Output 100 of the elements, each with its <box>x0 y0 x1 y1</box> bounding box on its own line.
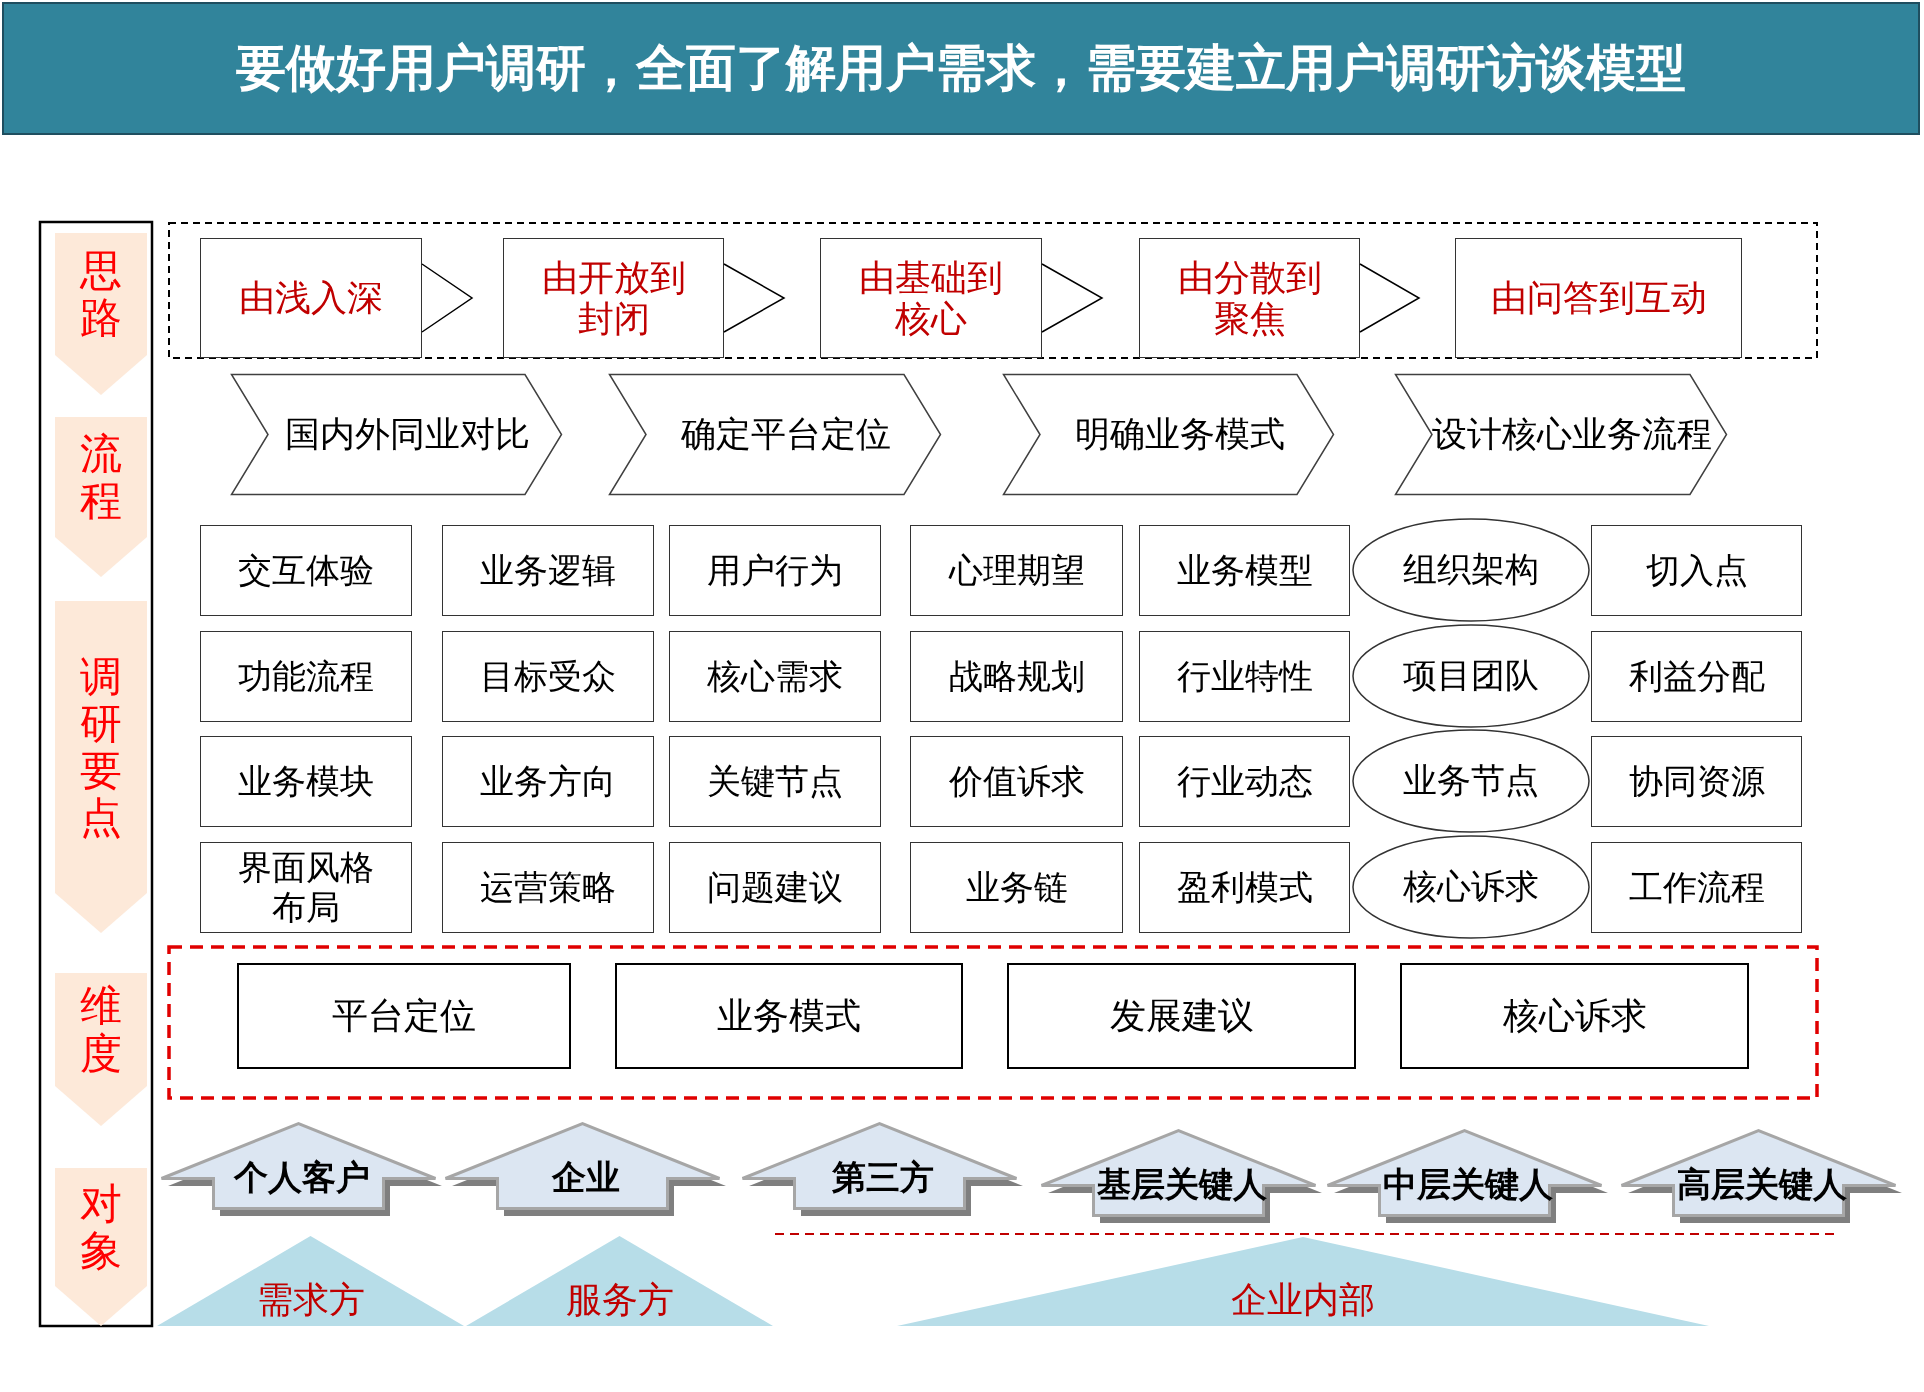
topic-label: 协同资源 <box>1628 761 1765 802</box>
triangle-shape <box>466 1236 773 1326</box>
arrow-label: 第三方 <box>831 1158 935 1198</box>
callout-label: 由问答到互动 <box>1490 277 1707 319</box>
topic-box <box>442 631 654 722</box>
up-arrow-shape <box>1620 1129 1904 1225</box>
topic-label: 用户行为 <box>707 550 843 591</box>
topic-label: 业务模块 <box>238 761 374 802</box>
topic-label: 业务节点 <box>1403 761 1539 801</box>
topic-box <box>910 842 1123 933</box>
topic-box <box>910 525 1123 616</box>
topic-ellipse <box>1352 518 1590 622</box>
category-band <box>55 973 147 1126</box>
category-label: 平台定位 <box>332 995 476 1037</box>
category-label: 核心诉求 <box>1502 995 1647 1037</box>
topic-label: 目标受众 <box>480 656 616 697</box>
up-arrow-shape <box>160 1122 444 1218</box>
topic-ellipse <box>1352 624 1590 728</box>
category-band <box>55 1168 147 1326</box>
topic-label: 价值诉求 <box>948 761 1085 802</box>
category-label: 业务模式 <box>717 995 861 1037</box>
chevron-arrow <box>723 263 786 333</box>
triangle-label: 企业内部 <box>1231 1278 1375 1320</box>
category-label: 发展建议 <box>1109 995 1254 1037</box>
chevron-arrow <box>1359 263 1421 333</box>
callout-label: 由开放到封闭 <box>540 256 687 340</box>
chevron-step <box>1395 374 1727 495</box>
topic-box <box>1591 525 1802 616</box>
topic-box <box>442 525 654 616</box>
topic-box <box>200 842 412 933</box>
topic-label: 交互体验 <box>238 550 374 591</box>
topic-label: 项目团队 <box>1403 656 1539 696</box>
topic-box <box>1139 736 1350 827</box>
topic-label: 利益分配 <box>1628 656 1765 697</box>
topic-label: 核心诉求 <box>1403 867 1539 907</box>
topic-label: 心理期望 <box>948 550 1085 591</box>
topic-box <box>1139 631 1350 722</box>
topic-box <box>200 525 412 616</box>
arrow-label: 企业 <box>550 1158 621 1198</box>
chevron-step <box>231 374 562 495</box>
topic-label: 界面风格布局 <box>237 848 375 927</box>
topic-box <box>669 736 881 827</box>
topic-label: 盈利模式 <box>1176 867 1313 908</box>
topic-label: 业务逻辑 <box>480 550 616 591</box>
arrow-label: 高层关键人 <box>1676 1165 1848 1205</box>
topic-label: 关键节点 <box>707 761 843 802</box>
category-band <box>55 233 147 395</box>
topic-label: 行业动态 <box>1176 761 1313 802</box>
band-label: 流程 <box>80 429 122 525</box>
band-label: 思路 <box>80 246 122 342</box>
topic-box <box>1591 631 1802 722</box>
topic-label: 组织架构 <box>1403 550 1539 590</box>
step-label: 国内外同业对比 <box>284 414 530 455</box>
chevron-arrow <box>1041 263 1104 333</box>
triangle-label: 服务方 <box>565 1278 674 1320</box>
chevron-step <box>609 374 941 495</box>
up-arrow-shape <box>444 1122 728 1218</box>
topic-box <box>669 842 881 933</box>
callout-label: 由分散到聚焦 <box>1176 256 1323 340</box>
step-label: 明确业务模式 <box>1073 414 1285 455</box>
category-box <box>1007 963 1356 1069</box>
topic-box <box>669 631 881 722</box>
topic-box <box>1591 842 1802 933</box>
triangle-shape <box>897 1237 1709 1326</box>
category-box <box>237 963 571 1069</box>
topic-box <box>200 631 412 722</box>
up-arrow-shape <box>741 1122 1025 1218</box>
chevron-step <box>1003 374 1334 495</box>
topic-box <box>442 842 654 933</box>
topic-box <box>200 736 412 827</box>
up-arrow-shape <box>1326 1129 1610 1225</box>
step-label: 设计核心业务流程 <box>1431 414 1712 455</box>
triangle-shape <box>157 1236 464 1326</box>
category-band <box>55 601 147 933</box>
callout-label: 由基础到核心 <box>858 256 1004 340</box>
arrow-label: 个人客户 <box>232 1158 371 1198</box>
topic-label: 业务链 <box>965 867 1068 908</box>
callout-label: 由浅入深 <box>239 277 383 319</box>
band-label: 调研要点 <box>80 652 122 842</box>
topic-ellipse <box>1352 729 1590 833</box>
up-arrow-shape <box>1040 1129 1324 1225</box>
topic-label: 战略规划 <box>948 656 1085 697</box>
topic-label: 核心需求 <box>707 656 843 697</box>
topic-label: 行业特性 <box>1176 656 1313 697</box>
topic-label: 业务模型 <box>1176 550 1313 591</box>
band-label: 对象 <box>80 1179 122 1275</box>
topic-box <box>1139 842 1350 933</box>
triangle-label: 需求方 <box>256 1278 365 1320</box>
category-box <box>615 963 963 1069</box>
category-box <box>1400 963 1749 1069</box>
topic-label: 运营策略 <box>480 867 616 908</box>
topic-box <box>910 736 1123 827</box>
step-label: 确定平台定位 <box>680 414 891 455</box>
topic-box <box>669 525 881 616</box>
topic-label: 问题建议 <box>707 867 843 908</box>
topic-label: 切入点 <box>1645 550 1748 591</box>
topic-box <box>442 736 654 827</box>
topic-label: 工作流程 <box>1628 867 1765 908</box>
arrow-label: 中层关键人 <box>1382 1165 1554 1205</box>
callout-box <box>1455 238 1742 358</box>
